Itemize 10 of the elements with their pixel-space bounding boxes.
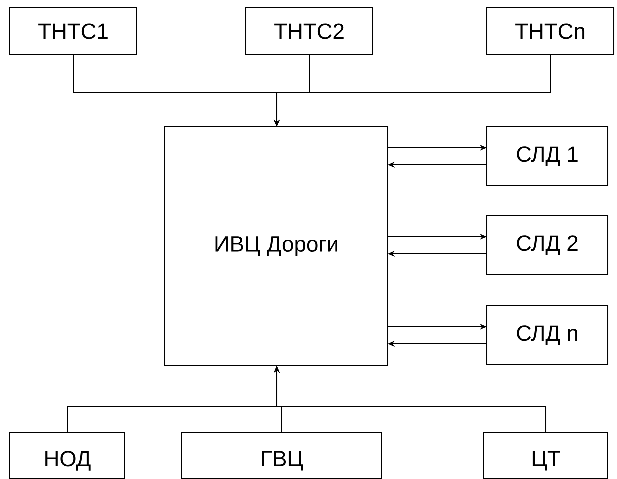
source-box: ТНТСn (486, 8, 614, 56)
center-box: ИВЦ Дороги (164, 126, 388, 366)
source-box: ТНТС2 (246, 8, 374, 56)
source-box: ЦТ (484, 432, 609, 479)
depot-box: СЛД 2 (486, 216, 609, 276)
source-box: ГВЦ (182, 432, 382, 479)
depot-box: СЛД n (486, 306, 609, 366)
source-box: НОД (10, 432, 126, 479)
source-box: ТНТС1 (10, 8, 138, 56)
depot-box: СЛД 1 (486, 126, 609, 186)
